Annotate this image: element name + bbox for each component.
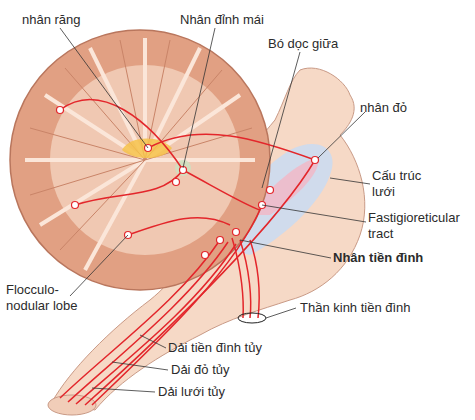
folia <box>25 38 255 270</box>
part-label: Cấu trúc lưới <box>372 168 432 200</box>
part-label: Bó dọc giữa <box>268 36 368 52</box>
tracts <box>60 100 315 405</box>
part-label: Nhân đỉnh mái <box>180 12 290 28</box>
part-label: Nhân tiền đình <box>333 250 463 266</box>
part-label: nhân răng <box>22 12 112 28</box>
part-label: Dải đỏ tủy <box>171 362 281 378</box>
part-label: Thần kinh tiền đình <box>300 300 450 316</box>
part-label: Dải tiền đình tủy <box>168 340 308 356</box>
part-label: Dải lưới tủy <box>158 384 278 400</box>
part-label: nhân đỏ <box>360 100 430 116</box>
nerve-bundle-ring <box>238 313 266 323</box>
neurons <box>57 107 319 259</box>
part-label: Fastigioreticular tract <box>368 210 468 242</box>
folia-lines <box>30 40 252 250</box>
leader-lines <box>60 28 370 392</box>
part-label: Flocculo- nodular lobe <box>6 282 86 314</box>
